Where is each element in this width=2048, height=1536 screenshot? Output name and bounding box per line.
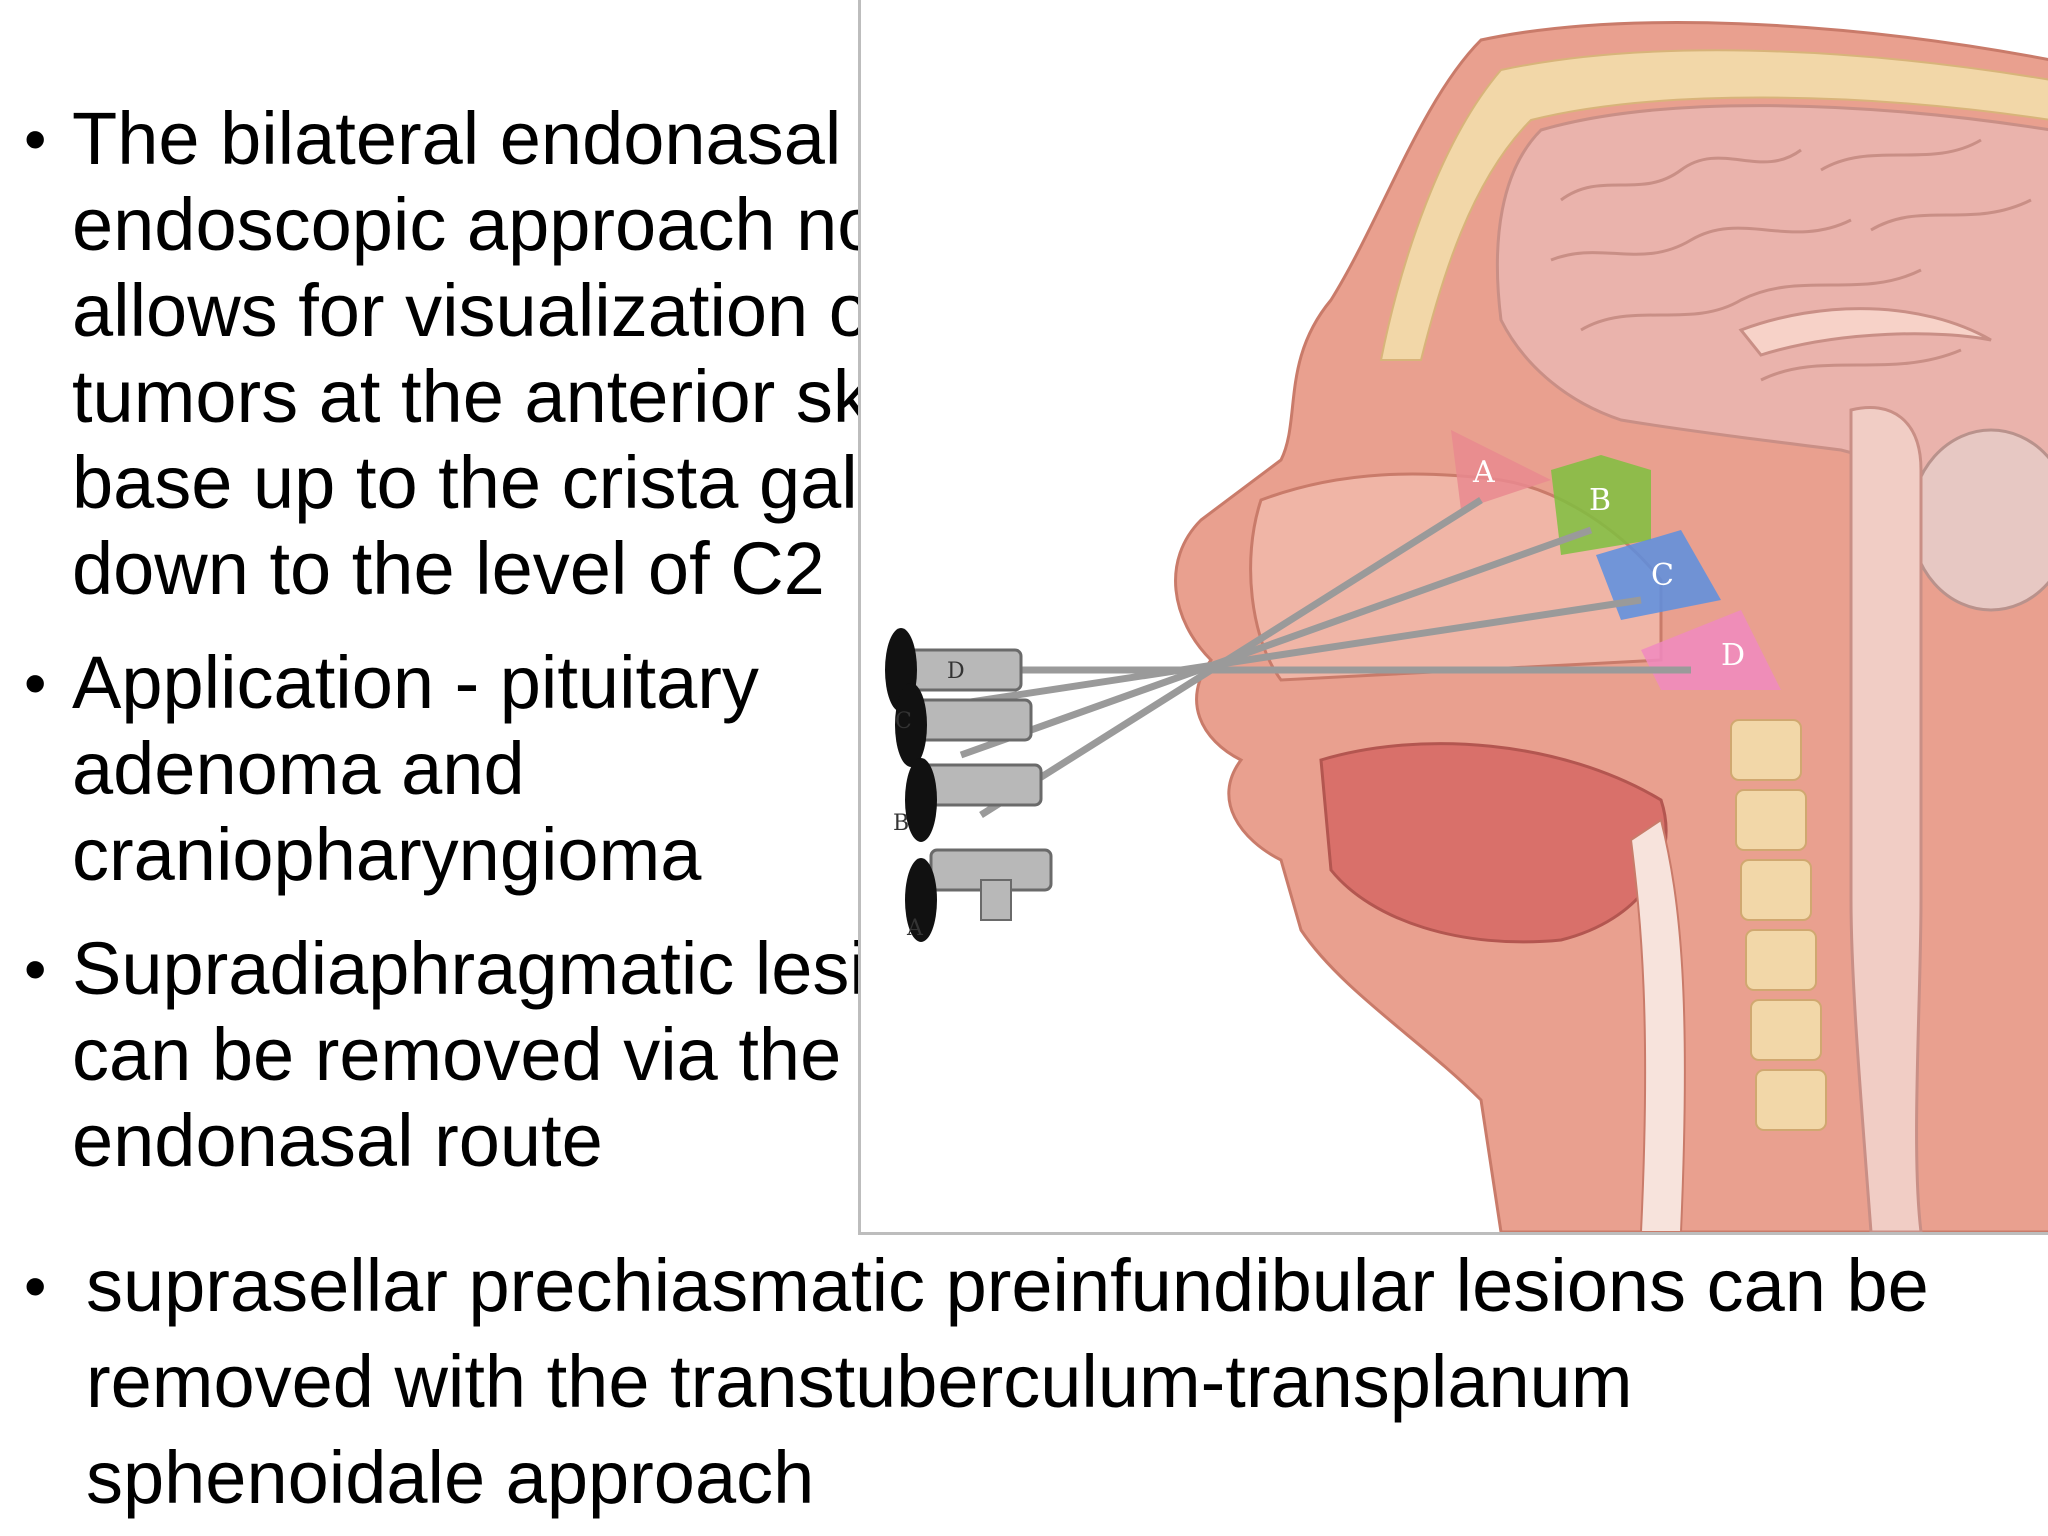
zone-c: [1596, 530, 1721, 620]
endoscope-c: [895, 683, 1033, 767]
zone-a: [1451, 430, 1551, 510]
bullet-list-top: • The bilateral endonasal endoscopic app…: [20, 96, 1040, 1212]
bullet-marker: •: [24, 1250, 47, 1322]
endoscope-label-c: C: [895, 709, 912, 734]
endoscope-shafts: [941, 497, 1691, 818]
endoscope-b: [905, 758, 1043, 842]
bullet-marker: •: [24, 933, 47, 1005]
corpus-callosum: [1738, 307, 1992, 357]
endoscope-label-b: B: [893, 811, 909, 836]
skull-bone: [1379, 49, 2048, 361]
bullet-item: • Application - pituitary adenoma and cr…: [20, 640, 1040, 898]
endoscope-label-a: A: [906, 916, 924, 941]
cervical-spine: [1730, 719, 1827, 1131]
zone-label-a: A: [1472, 455, 1495, 490]
zone-b: [1551, 455, 1651, 555]
brain-gyri: [1550, 138, 2032, 382]
bullet-marker: •: [24, 647, 47, 719]
zone-label-d: D: [1721, 638, 1745, 673]
bullet-list-bottom: • suprasellar prechiasmatic preinfundibu…: [20, 1238, 2040, 1526]
bullet-item: • Supradiaphragmatic lesions can be remo…: [20, 926, 1040, 1184]
endoscope-a: [905, 848, 1053, 942]
zone-label-b: B: [1589, 483, 1611, 518]
zone-label-c: C: [1651, 558, 1674, 593]
anatomy-figure: A B C D: [858, 0, 2048, 1235]
brainstem: [1849, 406, 1923, 1232]
endoscope-label-d: D: [947, 659, 965, 684]
bullet-marker: •: [24, 103, 47, 175]
sagittal-head-illustration: A B C D: [885, 21, 2048, 1232]
bullet-item: • suprasellar prechiasmatic preinfundibu…: [20, 1238, 2040, 1526]
bullet-text-suprasellar: suprasellar prechiasmatic preinfundibula…: [86, 1244, 1929, 1519]
airway: [1629, 818, 1686, 1232]
bullet-text-application: Application - pituitary adenoma and cran…: [72, 641, 759, 896]
bullet-text-supradiaphragmatic: Supradiaphragmatic lesions can be remove…: [72, 927, 986, 1182]
